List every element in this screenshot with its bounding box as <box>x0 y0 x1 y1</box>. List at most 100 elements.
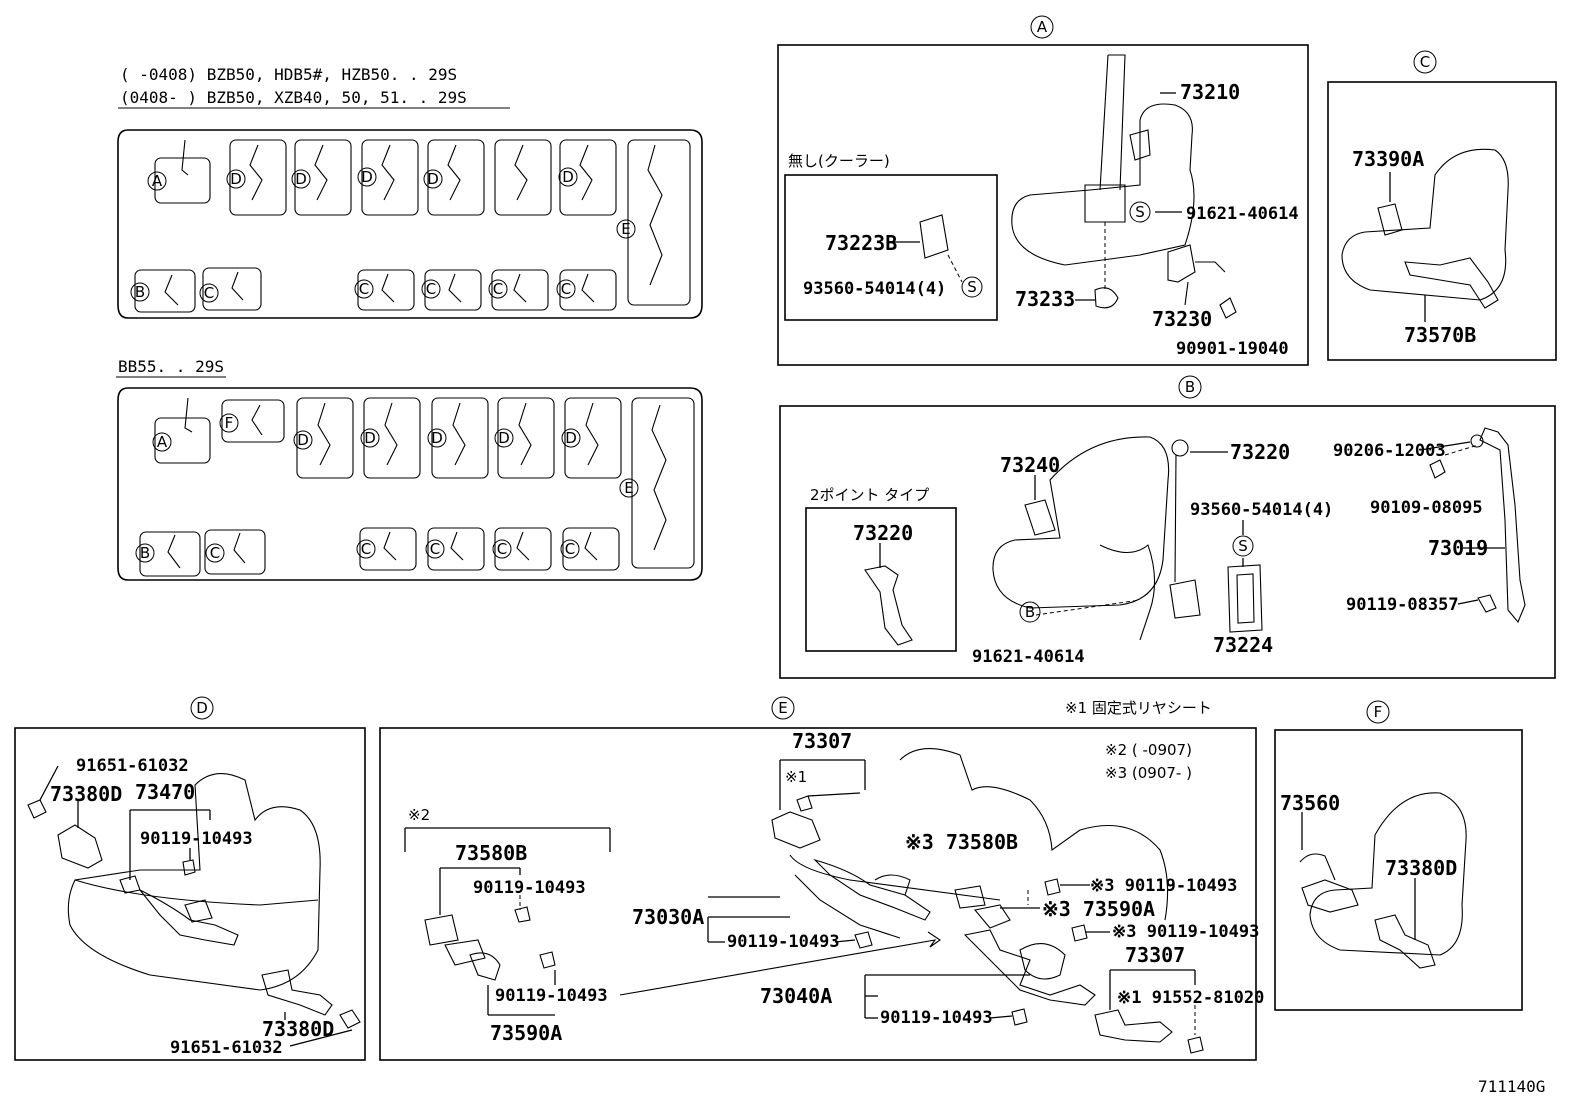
part-73307-top: 73307 <box>792 729 852 753</box>
part-73590a: 73590A <box>490 1021 562 1045</box>
svg-text:C: C <box>497 540 507 558</box>
svg-text:D: D <box>196 699 208 717</box>
svg-text:D: D <box>230 170 242 188</box>
part-73470: 73470 <box>135 780 195 804</box>
svg-text:B: B <box>1025 603 1035 621</box>
section-e: E ※1 固定式リヤシート ※2 ( -0907) ※3 (0907- ) ※2… <box>379 696 1264 1061</box>
note-3: ※3 (0907- ) <box>1105 764 1192 782</box>
part-91651-61032-bottom: 91651-61032 <box>170 1038 283 1058</box>
part-90119-10493-x3a: ※3 90119-10493 <box>1090 876 1237 896</box>
svg-text:A: A <box>1037 18 1048 36</box>
svg-text:C: C <box>430 540 440 558</box>
part-73220-main: 73220 <box>1230 440 1290 464</box>
svg-text:A: A <box>152 172 163 190</box>
svg-text:F: F <box>1374 703 1383 721</box>
section-b: B 2ポイント タイプ B S 73220 73240 73220 93560-… <box>779 375 1556 679</box>
svg-text:C: C <box>210 544 220 562</box>
part-73223b: 73223B <box>825 231 897 255</box>
part-73380d-f: 73380D <box>1385 856 1457 880</box>
svg-text:C: C <box>1420 53 1430 71</box>
part-90119-08357: 90119-08357 <box>1346 595 1459 615</box>
svg-text:D: D <box>295 170 307 188</box>
svg-text:S: S <box>1135 203 1145 221</box>
part-93560-54014: 93560-54014(4) <box>803 279 946 299</box>
svg-text:D: D <box>565 429 577 447</box>
svg-text:C: C <box>361 540 371 558</box>
svg-text:A: A <box>157 433 168 451</box>
part-91621-40614-b: 91621-40614 <box>972 647 1085 667</box>
svg-text:D: D <box>427 170 439 188</box>
header-line-3: BB55. . 29S <box>118 357 224 376</box>
part-73580b-x3: ※3 73580B <box>905 830 1018 854</box>
part-73560: 73560 <box>1280 791 1340 815</box>
svg-text:C: C <box>561 280 571 298</box>
svg-text:B: B <box>135 283 145 301</box>
part-73570b: 73570B <box>1404 323 1476 347</box>
svg-text:E: E <box>624 479 633 497</box>
part-90119-10493-e3: 90119-10493 <box>727 932 840 952</box>
svg-text:C: C <box>204 284 214 302</box>
svg-text:B: B <box>140 544 150 562</box>
svg-text:D: D <box>431 429 443 447</box>
section-a-inset-label: 無し(クーラー) <box>788 152 890 170</box>
header-line-2: (0408- ) BZB50, XZB40, 50, 51. . 29S <box>120 88 467 107</box>
part-90109-08095: 90109-08095 <box>1370 498 1483 518</box>
part-73240: 73240 <box>1000 453 1060 477</box>
part-91552-81020: ※1 91552-81020 <box>1117 988 1264 1008</box>
mark-2: ※2 <box>408 806 430 824</box>
part-73390a: 73390A <box>1352 147 1424 171</box>
bus-layout-1-callouts: A D D D D D E B C C C C C <box>130 167 636 303</box>
bus-layout-2 <box>117 387 703 581</box>
section-a: A 無し(クーラー) S S 73210 91621-40614 73223B … <box>777 15 1309 366</box>
svg-text:S: S <box>1238 537 1248 555</box>
part-90206-12003: 90206-12003 <box>1333 441 1446 461</box>
figure-id: 711140G <box>1478 1077 1545 1096</box>
section-b-inset-label: 2ポイント タイプ <box>810 486 929 504</box>
header-line-1: ( -0408) BZB50, HDB5#, HZB50. . 29S <box>120 65 457 84</box>
svg-text:C: C <box>493 280 503 298</box>
part-73220-inset: 73220 <box>853 521 913 545</box>
bus-layout-1 <box>117 129 703 319</box>
part-73040a: 73040A <box>760 984 832 1008</box>
section-c: C 73390A 73570B <box>1327 50 1557 361</box>
svg-text:B: B <box>1185 378 1195 396</box>
part-73307-bottom: 73307 <box>1125 943 1185 967</box>
part-90119-10493-e2: 90119-10493 <box>495 986 608 1006</box>
section-d: D 91651-61032 73380D 73470 90119-10493 7… <box>14 696 366 1061</box>
mark-1: ※1 <box>785 768 807 786</box>
part-73030a: 73030A <box>632 905 704 929</box>
part-90119-10493-d: 90119-10493 <box>140 829 253 849</box>
svg-text:D: D <box>562 168 574 186</box>
part-73224: 73224 <box>1213 633 1273 657</box>
note-1: ※1 固定式リヤシート <box>1065 699 1212 717</box>
svg-text:E: E <box>621 220 630 238</box>
part-73590a-x3: ※3 73590A <box>1042 897 1155 921</box>
svg-text:C: C <box>565 540 575 558</box>
part-73210: 73210 <box>1180 80 1240 104</box>
part-91651-61032-top: 91651-61032 <box>76 756 189 776</box>
note-2: ※2 ( -0907) <box>1105 741 1192 759</box>
part-73380d-bottom: 73380D <box>262 1017 334 1041</box>
part-73580b: 73580B <box>455 841 527 865</box>
svg-text:C: C <box>426 280 436 298</box>
section-f: F 73560 73380D <box>1274 700 1523 1011</box>
svg-text:S: S <box>967 278 977 296</box>
svg-text:D: D <box>297 431 309 449</box>
part-93560-54014-b: 93560-54014(4) <box>1190 500 1333 520</box>
part-73380d-top: 73380D <box>50 782 122 806</box>
part-91621-40614: 91621-40614 <box>1186 204 1299 224</box>
svg-text:C: C <box>359 280 369 298</box>
part-73019: 73019 <box>1428 536 1488 560</box>
part-73233: 73233 <box>1015 287 1075 311</box>
svg-text:F: F <box>225 414 234 432</box>
svg-text:E: E <box>778 699 787 717</box>
svg-text:D: D <box>361 168 373 186</box>
part-90119-10493-e1: 90119-10493 <box>473 878 586 898</box>
part-90901-19040: 90901-19040 <box>1176 339 1289 359</box>
part-90119-10493-x3b: ※3 90119-10493 <box>1112 922 1259 942</box>
part-90119-10493-e4: 90119-10493 <box>880 1008 993 1028</box>
part-73230: 73230 <box>1152 307 1212 331</box>
svg-text:D: D <box>364 429 376 447</box>
bus-layout-2-callouts: A F D D D D D E B C C C C C <box>135 413 639 563</box>
